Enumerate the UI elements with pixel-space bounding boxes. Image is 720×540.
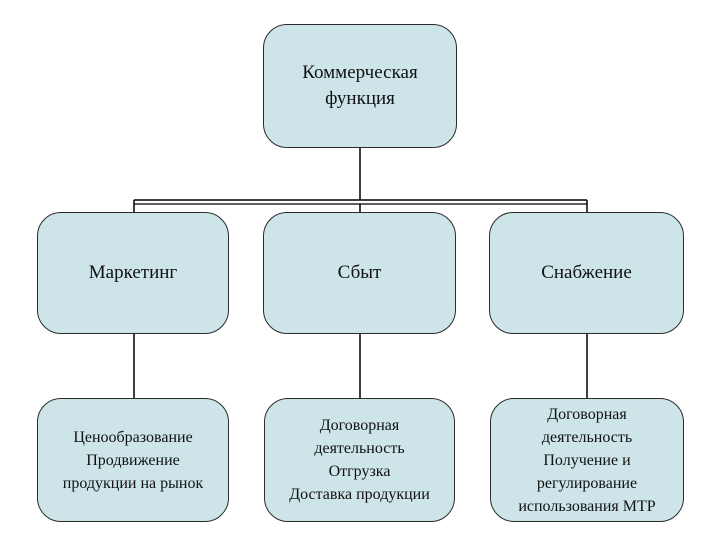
function-node-title: Снабжение — [541, 262, 632, 283]
detail-line: Отгрузка — [328, 463, 391, 480]
detail-line: деятельность — [541, 428, 633, 446]
detail-node-supply: Договорная деятельность Получение и регу… — [490, 398, 684, 522]
detail-line: продукции на рынок — [62, 474, 204, 492]
function-node-title: Сбыт — [337, 262, 382, 283]
function-node-title: Маркетинг — [88, 262, 178, 283]
detail-line: Ценообразование — [73, 428, 193, 446]
detail-line: Договорная — [547, 405, 627, 423]
detail-line: Продвижение — [86, 451, 180, 469]
detail-line: Получение и — [543, 451, 631, 469]
function-node-supply: Снабжение — [489, 212, 684, 334]
detail-line: Доставка продукции — [289, 486, 430, 503]
root-node-line: Коммерческая — [302, 62, 418, 83]
detail-line: деятельность — [314, 440, 405, 457]
detail-node-marketing: Ценообразование Продвижение продукции на… — [37, 398, 229, 522]
function-node-sales: Сбыт — [263, 212, 456, 334]
detail-line: регулирование — [536, 474, 638, 492]
root-node-commercial-function: Коммерческая функция — [263, 24, 457, 148]
function-node-marketing: Маркетинг — [37, 212, 229, 334]
detail-line: использования МТР — [518, 497, 656, 515]
detail-line: Договорная — [319, 417, 400, 434]
detail-node-sales: Договорная деятельность Отгрузка Доставк… — [264, 398, 455, 522]
root-node-line: функция — [325, 88, 395, 109]
